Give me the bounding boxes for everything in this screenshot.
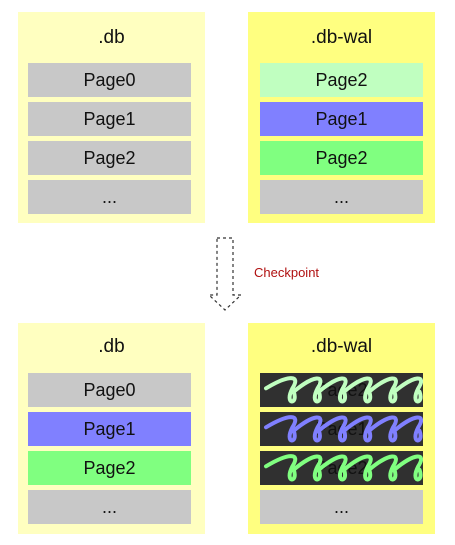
wal-page-cell: Page1 xyxy=(260,102,423,136)
wal-page-cell: Page2 xyxy=(260,63,423,97)
wal-page-cell: Page2 xyxy=(260,451,423,485)
wal-page-cell: Page1 xyxy=(260,412,423,446)
page-label: Page0 xyxy=(83,70,136,90)
db-page-cell: ... xyxy=(28,180,191,214)
db-panel-after: .db Page0 Page1 Page2 ... xyxy=(18,323,205,534)
scribble-line xyxy=(264,454,423,482)
strikethrough-scribble xyxy=(264,415,423,443)
db-panel-title: .db xyxy=(98,27,125,48)
strikethrough-scribble xyxy=(264,376,423,404)
wal-panel-title: .db-wal xyxy=(310,336,373,357)
db-panel-before: .db Page0 Page1 Page2 ... xyxy=(18,12,205,223)
page-label: Page2 xyxy=(315,70,368,90)
db-page-cell: Page2 xyxy=(28,141,191,175)
page-label: ... xyxy=(101,187,117,207)
db-page-cell: Page1 xyxy=(28,412,191,446)
arrow-svg xyxy=(207,237,243,311)
db-panel-title: .db xyxy=(98,336,125,357)
page-label: Page1 xyxy=(83,109,136,129)
scribble-line xyxy=(264,376,423,404)
db-page-cell: Page1 xyxy=(28,102,191,136)
arrow-outline xyxy=(207,237,243,311)
page-label: Page2 xyxy=(83,148,136,168)
page-label: ... xyxy=(333,187,349,207)
dashed-down-arrow-icon xyxy=(205,237,245,312)
db-page-cell: Page2 xyxy=(28,451,191,485)
page-label: Page2 xyxy=(315,148,368,168)
wal-page-cell: ... xyxy=(260,180,423,214)
wal-panel-title: .db-wal xyxy=(310,27,373,48)
wal-panel-after: .db-wal Page2 Page1 Page2 ... xyxy=(248,323,435,534)
page-label: ... xyxy=(101,497,117,517)
page-label: Page0 xyxy=(83,380,136,400)
db-page-cell: Page0 xyxy=(28,373,191,407)
page-label: ... xyxy=(333,497,349,517)
wal-page-cell: Page2 xyxy=(260,141,423,175)
db-page-cell: Page0 xyxy=(28,63,191,97)
page-label: Page2 xyxy=(83,458,136,478)
strikethrough-scribble xyxy=(264,454,423,482)
page-label: Page1 xyxy=(315,109,368,129)
page-label: Page1 xyxy=(83,419,136,439)
wal-panel-before: .db-wal Page2 Page1 Page2 ... xyxy=(248,12,435,223)
scribble-line xyxy=(264,415,423,443)
db-page-cell: ... xyxy=(28,490,191,524)
wal-page-cell: Page2 xyxy=(260,373,423,407)
checkpoint-label: Checkpoint xyxy=(254,265,320,280)
wal-page-cell: ... xyxy=(260,490,423,524)
